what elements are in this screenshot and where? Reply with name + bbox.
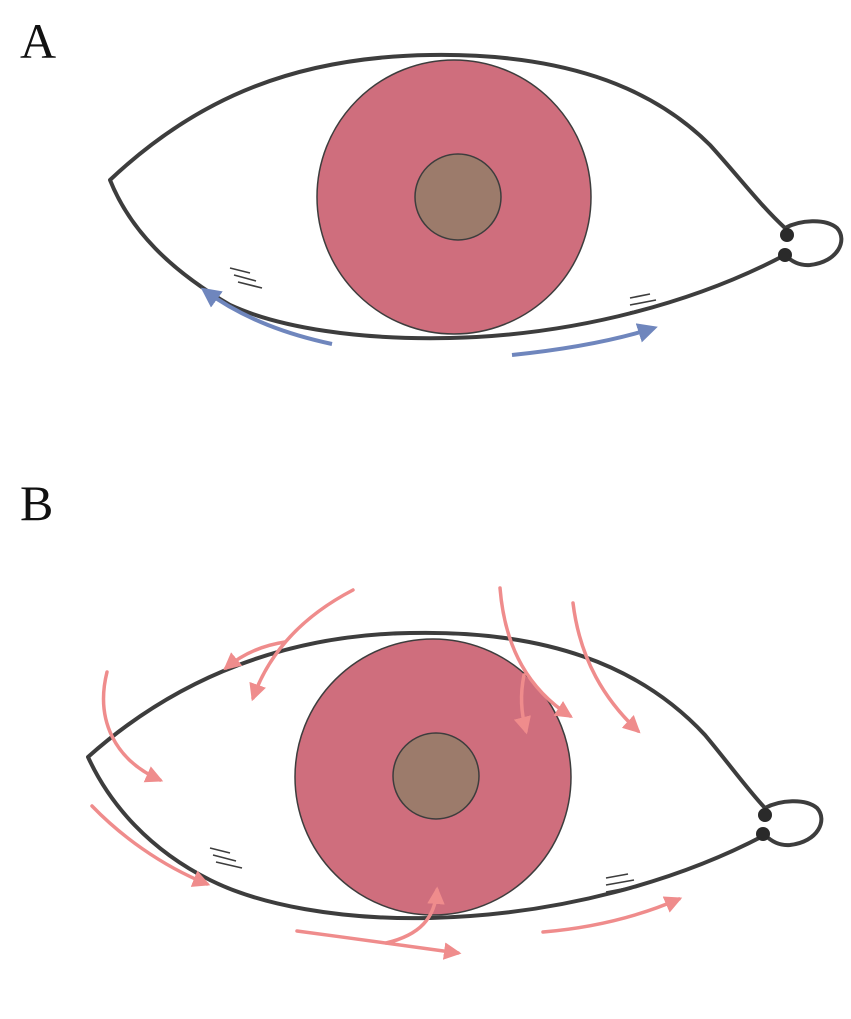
upper-punctum-icon-b — [758, 808, 772, 822]
panel-label-a: A — [20, 13, 56, 69]
inflow-arrow-bottom-up-icon — [384, 886, 445, 945]
inflow-arrow-upper-center-2-icon — [513, 673, 531, 735]
inflow-arrow-upper-center-1-icon — [498, 586, 573, 718]
panel-label-b: B — [20, 475, 53, 531]
lower-punctum-icon-a — [778, 248, 792, 262]
upper-punctum-icon-a — [780, 228, 794, 242]
panel-a: A — [20, 13, 844, 357]
lid-mark-right-icon-a — [629, 293, 661, 313]
lower-punctum-icon-b — [756, 827, 770, 841]
pupil-a — [414, 153, 502, 241]
lid-mark-right-icon-b — [605, 873, 639, 893]
inflow-arrow-lower-left-icon — [90, 804, 211, 887]
tear-flow-arrow-right-icon — [511, 323, 658, 357]
tear-flow-arrow-left-icon — [200, 287, 333, 346]
inflow-arrow-upper-right-icon — [571, 601, 641, 734]
inflow-arrow-bottom-left-icon — [295, 929, 462, 960]
panel-b: B — [20, 475, 824, 960]
inflow-arrow-upper-left-2-icon — [223, 640, 287, 671]
inflow-arrow-bottom-right-icon — [541, 896, 683, 934]
inflow-arrow-upper-left-1-icon — [249, 588, 355, 702]
lid-mark-left-icon-b — [209, 847, 243, 869]
lid-mark-left-icon-a — [229, 267, 263, 289]
eye-outline-b — [86, 630, 824, 921]
inflow-arrow-left-icon — [101, 670, 164, 783]
eye-outline-a — [108, 52, 844, 341]
pupil-b — [392, 732, 480, 820]
